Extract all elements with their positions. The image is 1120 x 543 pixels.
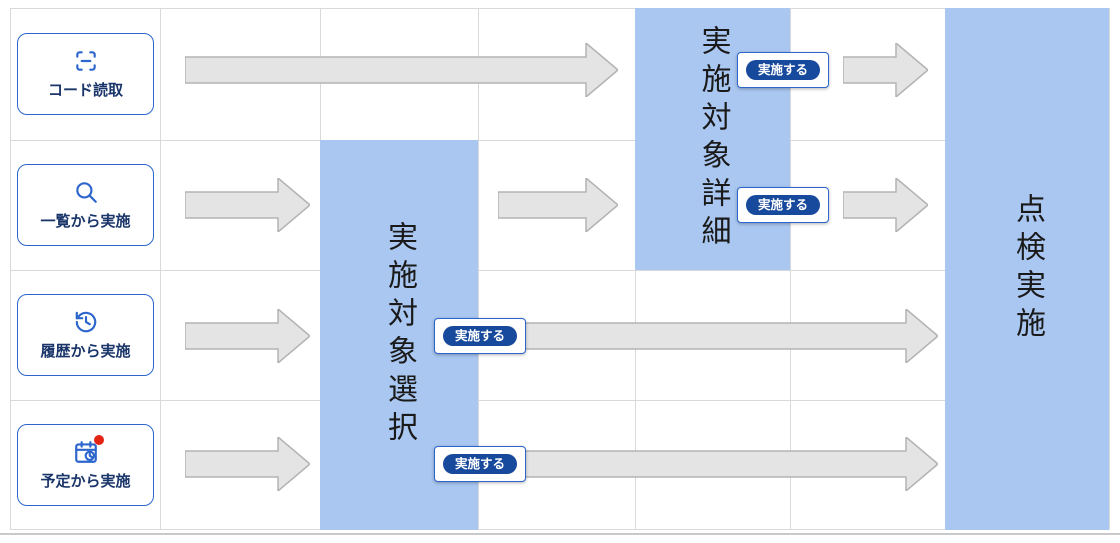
grid-line <box>1109 8 1110 530</box>
entry-card-label: 一覧から実施 <box>40 213 131 230</box>
flow-arrow <box>185 309 310 363</box>
calendar-clock-icon <box>73 435 104 465</box>
flow-arrow <box>185 437 310 491</box>
execute-button[interactable]: 実施する <box>737 52 829 88</box>
grid-line <box>10 400 1110 401</box>
execute-button-label: 実施する <box>745 59 820 81</box>
entry-card-label: コード読取 <box>47 82 123 99</box>
grid-line <box>10 270 1110 271</box>
flow-arrow <box>452 309 938 363</box>
execute-button[interactable]: 実施する <box>434 318 526 354</box>
flow-arrow <box>498 178 618 232</box>
grid-line <box>160 8 161 530</box>
entry-card-label: 予定から実施 <box>40 473 131 490</box>
entry-card-code-scan[interactable]: コード読取 <box>17 33 154 115</box>
stage-label-detail: 実施対象詳細 <box>696 25 730 253</box>
execute-button[interactable]: 実施する <box>737 187 829 223</box>
entry-card-label: 履歴から実施 <box>40 343 131 360</box>
notification-badge <box>93 435 104 445</box>
execute-button[interactable]: 実施する <box>434 446 526 482</box>
flow-arrow <box>185 43 618 97</box>
flow-arrow <box>843 43 928 97</box>
grid-line <box>10 8 11 530</box>
grid-line <box>10 140 1110 141</box>
grid-line <box>478 8 479 530</box>
grid-line <box>10 8 1110 9</box>
entry-card-from-history[interactable]: 履歴から実施 <box>17 294 154 376</box>
flow-arrow <box>843 178 928 232</box>
entry-card-from-list[interactable]: 一覧から実施 <box>17 164 154 246</box>
stage-label-inspection: 点検実施 <box>1011 193 1044 345</box>
stage-label-selection: 実施対象選択 <box>383 221 416 449</box>
scan-icon <box>73 48 99 74</box>
stage-inspection-execute: 点検実施 <box>945 8 1109 530</box>
search-icon <box>73 179 99 205</box>
entry-card-from-schedule[interactable]: 予定から実施 <box>17 424 154 506</box>
grid-line <box>10 529 1110 530</box>
execute-button-label: 実施する <box>442 325 517 347</box>
execute-button-label: 実施する <box>745 194 820 216</box>
execute-button-label: 実施する <box>442 453 517 475</box>
flow-arrow <box>452 437 938 491</box>
grid-line <box>790 8 791 530</box>
flow-arrow <box>185 178 310 232</box>
stage-target-detail: 実施対象詳細 <box>635 8 790 270</box>
page-divider <box>0 533 1120 535</box>
history-icon <box>73 309 99 335</box>
